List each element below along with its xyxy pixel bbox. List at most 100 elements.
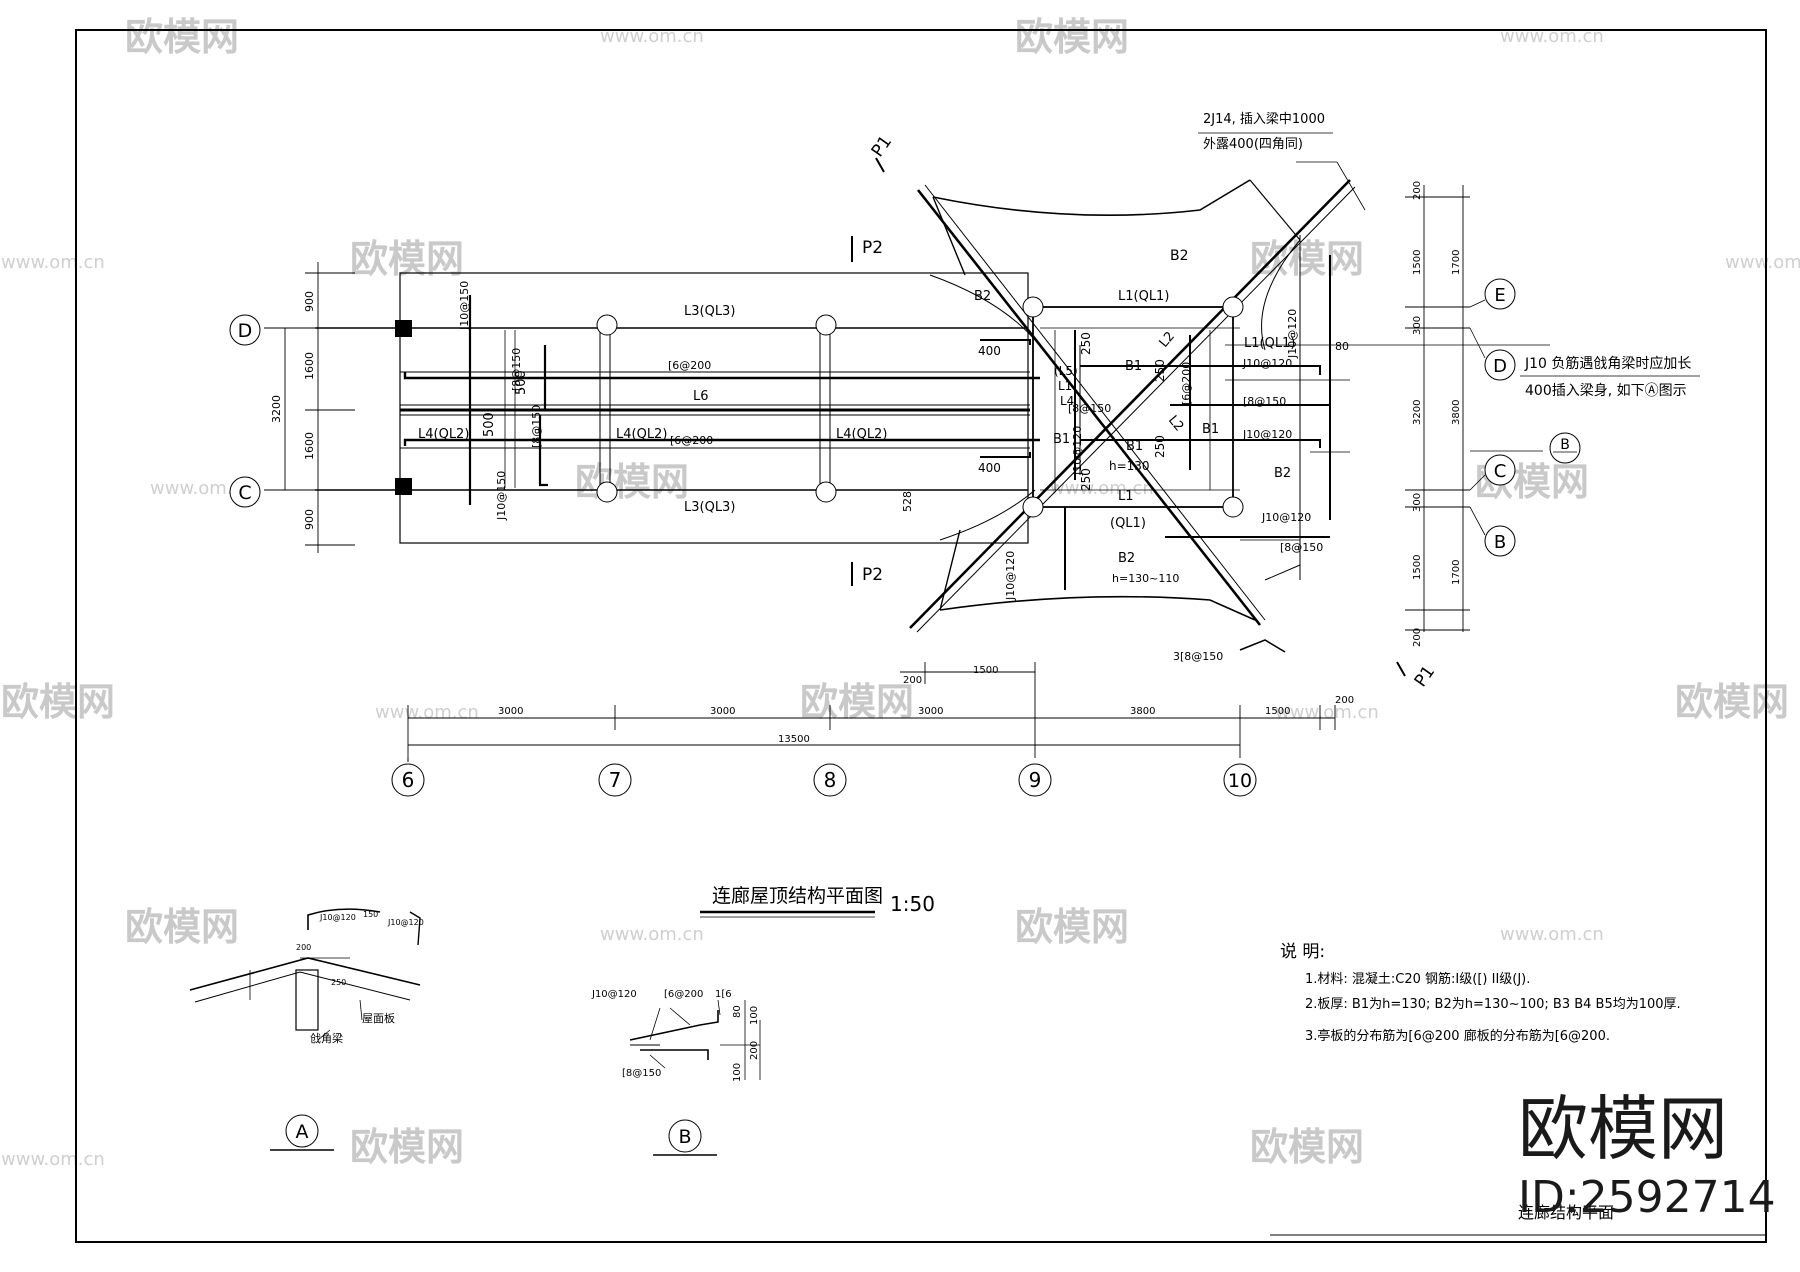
label-rebar-10-120-e: J10@120 xyxy=(1004,551,1017,601)
label-b2-thickness: h=130~110 xyxy=(1112,572,1179,585)
axis-bubble-9: 9 xyxy=(1018,763,1052,797)
detail-b-dim-1: 80 xyxy=(732,1005,743,1018)
label-b1-center: B1 xyxy=(1126,439,1143,454)
label-l4-small: L4 xyxy=(1060,394,1074,408)
label-b2-left: B2 xyxy=(974,289,991,304)
right-dim-inner-5: 300 xyxy=(1412,493,1423,512)
callout-right-line2: 400插入梁身, 如下Ⓐ图示 xyxy=(1525,383,1687,399)
detail-b-rebar-4: [8@150 xyxy=(622,1068,661,1079)
watermark-brand: 欧模网 xyxy=(1015,15,1129,59)
notes-item-2: 2.板厚: B1为h=130; B2为h=130~100; B3 B4 B5均为… xyxy=(1305,997,1681,1012)
label-dim-400-b: 400 xyxy=(978,461,1001,475)
label-rebar-8-150-d: [8@150 xyxy=(1243,395,1286,408)
axis-C-left-label: C xyxy=(238,482,251,504)
right-dim-inner-4: 3200 xyxy=(1412,400,1423,425)
detail-a-marker-label: A xyxy=(296,1121,309,1143)
bottom-dim-span-2: 3000 xyxy=(710,706,735,717)
label-dim-500-b: 500 xyxy=(482,412,497,437)
left-dim-seg-2: 1600 xyxy=(303,352,316,380)
axis-8-label: 8 xyxy=(824,768,837,792)
axis-9-label: 9 xyxy=(1029,768,1042,792)
watermark-brand: 欧模网 xyxy=(800,680,914,724)
detail-a-rebar-side: J10@120 xyxy=(387,918,424,927)
detail-a-dim-bottom: 200 xyxy=(296,943,311,952)
axis-bubble-C-right: C xyxy=(1469,454,1516,491)
label-dim-500-a: 500 xyxy=(514,370,529,395)
section-p1-bottom: P1 xyxy=(1411,662,1439,691)
axis-7-label: 7 xyxy=(609,768,622,792)
detail-b-marker-label: B xyxy=(678,1126,691,1148)
brand-watermark-id: ID:2592714 xyxy=(1518,1172,1776,1223)
post-pavilion-nw xyxy=(1022,296,1044,318)
post-D8 xyxy=(815,314,837,336)
corridor-plan xyxy=(315,272,1040,544)
section-p2-top: P2 xyxy=(862,238,883,258)
watermark-url: www.om.cn xyxy=(375,702,479,723)
label-rebar-10-120-a: J10@120 xyxy=(1242,357,1292,370)
label-rebar-3-8-150: 3[8@150 xyxy=(1173,650,1223,663)
label-b1-top: B1 xyxy=(1125,359,1142,374)
watermark-url: www.om.cn xyxy=(600,924,704,945)
detail-b-dim-2: 100 xyxy=(749,1006,760,1025)
bottom-dim-right: 200 xyxy=(1335,695,1354,706)
axis-C-right-label: C xyxy=(1494,461,1507,482)
axis-bubble-6: 6 xyxy=(391,758,425,797)
label-l5: (L5) xyxy=(1054,364,1078,378)
label-l1-bottom: L1 xyxy=(1118,489,1134,504)
axis-bubble-B-section: B xyxy=(1470,432,1581,464)
sheet-border xyxy=(75,29,1767,1243)
label-l2-b: L2 xyxy=(1165,413,1186,435)
watermark-brand: 欧模网 xyxy=(350,237,464,281)
detail-b-dim-4: 100 xyxy=(732,1063,743,1082)
title-block-name: 连廊结构平面 xyxy=(1518,1203,1614,1222)
watermark-url: www.om.cn xyxy=(1050,478,1154,499)
axis-D-right-label: D xyxy=(1493,356,1507,377)
watermark-url: www.om.cn xyxy=(1275,702,1379,723)
brand-watermark-logo: 欧模网 xyxy=(1518,1088,1728,1170)
right-dim-inner-3: 300 xyxy=(1412,316,1423,335)
watermark-brand: 欧模网 xyxy=(125,905,239,949)
post-pavilion-sw xyxy=(1022,496,1044,518)
right-dimension-lines xyxy=(1405,185,1470,632)
axis-bubble-E-right: E xyxy=(1469,278,1516,310)
right-dim-inner-2: 1500 xyxy=(1412,250,1423,275)
watermark-brand: 欧模网 xyxy=(1250,1125,1364,1169)
right-dim-inner-6: 1500 xyxy=(1412,555,1423,580)
watermark-brand: 欧模网 xyxy=(125,15,239,59)
label-rebar-10-120-d: J10@120 xyxy=(1071,426,1084,476)
drawing-title: 连廊屋顶结构平面图 xyxy=(712,885,883,907)
drawing-scale: 1:50 xyxy=(890,892,935,916)
watermark-url: www.om.cn xyxy=(1500,26,1604,47)
left-dim-seg-4: 900 xyxy=(303,509,316,530)
section-p2-bottom: P2 xyxy=(862,565,883,585)
label-l2-a: L2 xyxy=(1157,329,1178,351)
label-rebar-8-150-a: [8@150 xyxy=(510,348,523,391)
left-dim-total: 3200 xyxy=(270,395,283,423)
label-b2-right: B2 xyxy=(1274,466,1291,481)
watermark-url: www.om.cn xyxy=(1,1149,105,1170)
label-l1-small: L1 xyxy=(1058,379,1072,393)
axis-bubble-10: 10 xyxy=(1223,763,1257,797)
label-rebar-10-150-b: J10@150 xyxy=(495,471,508,521)
detail-a-label-beam: 戗角梁 xyxy=(310,1031,343,1045)
callout-top-line1: 2J14, 插入梁中1000 xyxy=(1203,112,1325,127)
watermark-brand: 欧模网 xyxy=(1675,680,1789,724)
label-dim-400-a: 400 xyxy=(978,344,1001,358)
watermark-layer: 欧模网欧模网欧模网欧模网欧模网欧模网欧模网欧模网欧模网欧模网欧模网欧模网欧模网w… xyxy=(1,15,1800,1170)
label-dim-250-d: 250 xyxy=(1153,435,1167,458)
section-marks xyxy=(851,157,1406,677)
label-l4-a: L4(QL2) xyxy=(418,427,469,442)
section-p1-top: P1 xyxy=(868,132,896,161)
axis-bubble-D-right: D xyxy=(1469,327,1516,381)
axis-bubble-B-right: B xyxy=(1469,506,1516,557)
label-b1-left: B1 xyxy=(1053,432,1070,447)
label-rebar-10-150-a: J10@150 xyxy=(458,281,471,331)
watermark-url: www.om.cn xyxy=(1,252,105,273)
axis-10-label: 10 xyxy=(1228,770,1252,792)
label-dim-250-b: 250 xyxy=(1079,468,1093,491)
watermark-url: www.om.cn xyxy=(600,26,704,47)
label-rebar-6-200-c: [6@200 xyxy=(1180,362,1193,405)
bottom-dim-upper-b: 1500 xyxy=(973,665,998,676)
label-l3-top: L3(QL3) xyxy=(684,304,735,319)
